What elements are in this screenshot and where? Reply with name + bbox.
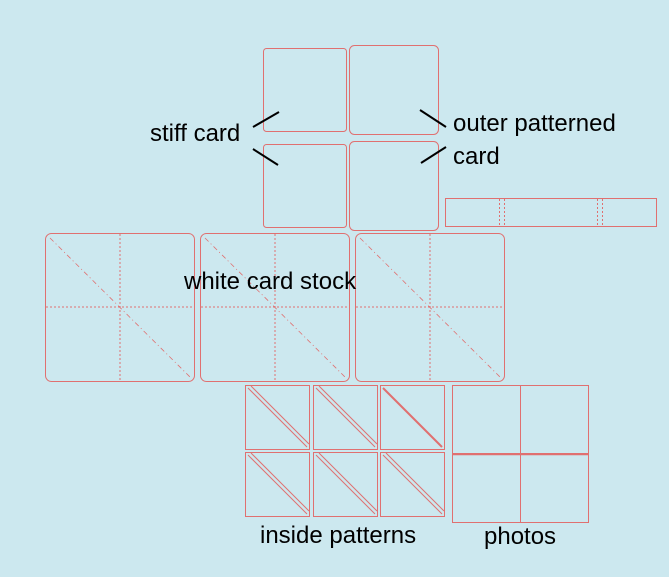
- photos-group: [452, 385, 589, 523]
- inside-pattern-piece: [380, 452, 445, 517]
- stiff-card-pointer-lower: [252, 148, 279, 166]
- inside-pattern-piece: [380, 385, 445, 450]
- stiff-card-piece: [263, 144, 347, 228]
- photo-piece: [520, 385, 589, 454]
- inside-pattern-piece: [313, 385, 378, 450]
- photo-piece: [452, 385, 521, 454]
- photos-label: photos: [484, 523, 557, 550]
- white-card-piece: [200, 233, 350, 382]
- outer-patterned-pointer-lower: [420, 146, 447, 164]
- outer-patterned-label-line2: card: [453, 143, 500, 170]
- photo-piece: [520, 454, 589, 523]
- white-card-stock-group: [45, 233, 505, 382]
- outer-patterned-strip: [445, 198, 657, 227]
- stiff-card-pointer-upper: [252, 111, 280, 128]
- outer-patterned-pointer-upper: [419, 109, 447, 128]
- inside-pattern-piece: [245, 385, 310, 450]
- inside-pattern-piece: [313, 452, 378, 517]
- outer-patterned-piece: [349, 45, 439, 135]
- stiff-card-group: [263, 48, 347, 228]
- stiff-card-piece: [263, 48, 347, 132]
- stiff-card-label: stiff card: [150, 120, 241, 147]
- inside-patterns-label: inside patterns: [260, 522, 417, 549]
- outer-patterned-card-group: [349, 45, 657, 231]
- inside-patterns-group: [245, 385, 445, 517]
- white-card-stock-label: white card stock: [184, 268, 357, 295]
- white-card-piece: [355, 233, 505, 382]
- inside-pattern-piece: [245, 452, 310, 517]
- outer-patterned-label-line1: outer patterned: [453, 110, 616, 137]
- white-card-piece: [45, 233, 195, 382]
- photo-piece: [452, 454, 521, 523]
- outer-patterned-piece: [349, 141, 439, 231]
